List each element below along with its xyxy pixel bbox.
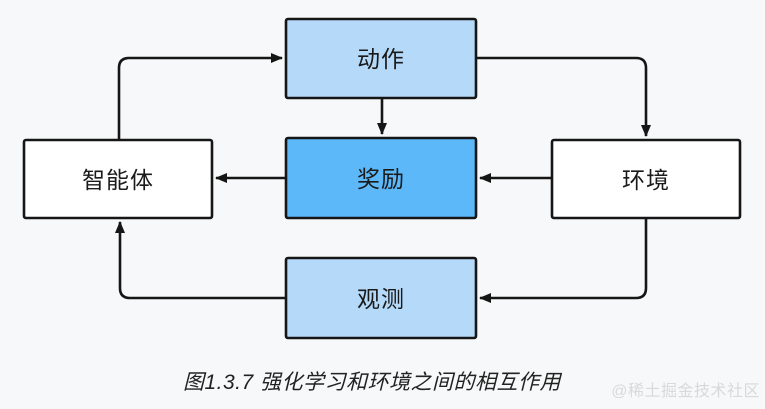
node-reward: 奖励	[284, 136, 478, 220]
node-agent-label: 智能体	[82, 167, 154, 193]
node-reward-box	[284, 136, 478, 220]
node-reward-label: 奖励	[357, 166, 405, 192]
arrow-observation-to-agent	[115, 221, 286, 300]
node-environment-label: 环境	[622, 167, 670, 193]
arrow-environment-to-observation	[479, 218, 648, 303]
node-agent: 智能体	[22, 138, 214, 220]
node-environment: 环境	[550, 138, 742, 220]
watermark-text: @稀土掘金技术社区	[611, 383, 760, 400]
node-environment-box	[550, 138, 742, 220]
node-observation: 观测	[284, 256, 478, 340]
node-action: 动作	[284, 17, 478, 100]
node-agent-box	[22, 138, 214, 220]
node-action-box	[284, 17, 478, 100]
arrow-action-to-environment	[476, 56, 651, 137]
node-observation-label: 观测	[357, 286, 405, 312]
figure-caption: 图1.3.7 强化学习和环境之间的相互作用	[182, 371, 562, 394]
node-observation-box	[284, 256, 478, 340]
arrow-agent-to-action	[117, 53, 283, 140]
node-action-label: 动作	[357, 46, 405, 72]
